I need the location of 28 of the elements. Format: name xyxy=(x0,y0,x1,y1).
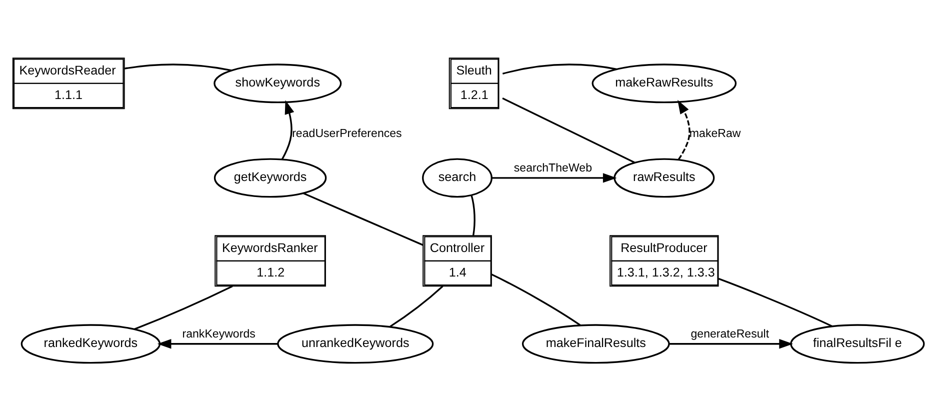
connector xyxy=(502,63,617,74)
edge-label: rankKeywords xyxy=(182,328,256,340)
connector xyxy=(134,284,233,330)
connector xyxy=(718,277,832,326)
connector xyxy=(124,63,232,71)
edge-label: generateResult xyxy=(690,328,770,340)
node-ellipse: makeFinalResults xyxy=(522,324,670,364)
connector xyxy=(502,97,635,163)
node-ellipse: getKeywords xyxy=(214,158,327,198)
node-ellipse: finalResultsFil e xyxy=(790,324,925,364)
arrow xyxy=(281,100,294,160)
node-ellipse: rankedKeywords xyxy=(20,324,161,364)
edge-label: makeRaw xyxy=(689,127,741,140)
connector xyxy=(491,273,581,326)
arrow xyxy=(669,338,794,348)
arrow xyxy=(678,99,690,160)
connector xyxy=(302,192,424,246)
connector xyxy=(389,285,444,327)
connector xyxy=(470,194,476,236)
node-ellipse: showKeywords xyxy=(214,63,342,103)
node-ellipse: unrankedKeywords xyxy=(277,324,434,364)
edge-label: searchTheWeb xyxy=(514,162,592,174)
arrow xyxy=(157,338,278,348)
node-ellipse: makeRawResults xyxy=(592,63,737,103)
node-ellipse: rawResults xyxy=(614,158,715,198)
node-ellipse: search xyxy=(422,158,492,198)
arrow xyxy=(492,172,617,182)
edge-label: readUserPreferences xyxy=(292,127,402,140)
